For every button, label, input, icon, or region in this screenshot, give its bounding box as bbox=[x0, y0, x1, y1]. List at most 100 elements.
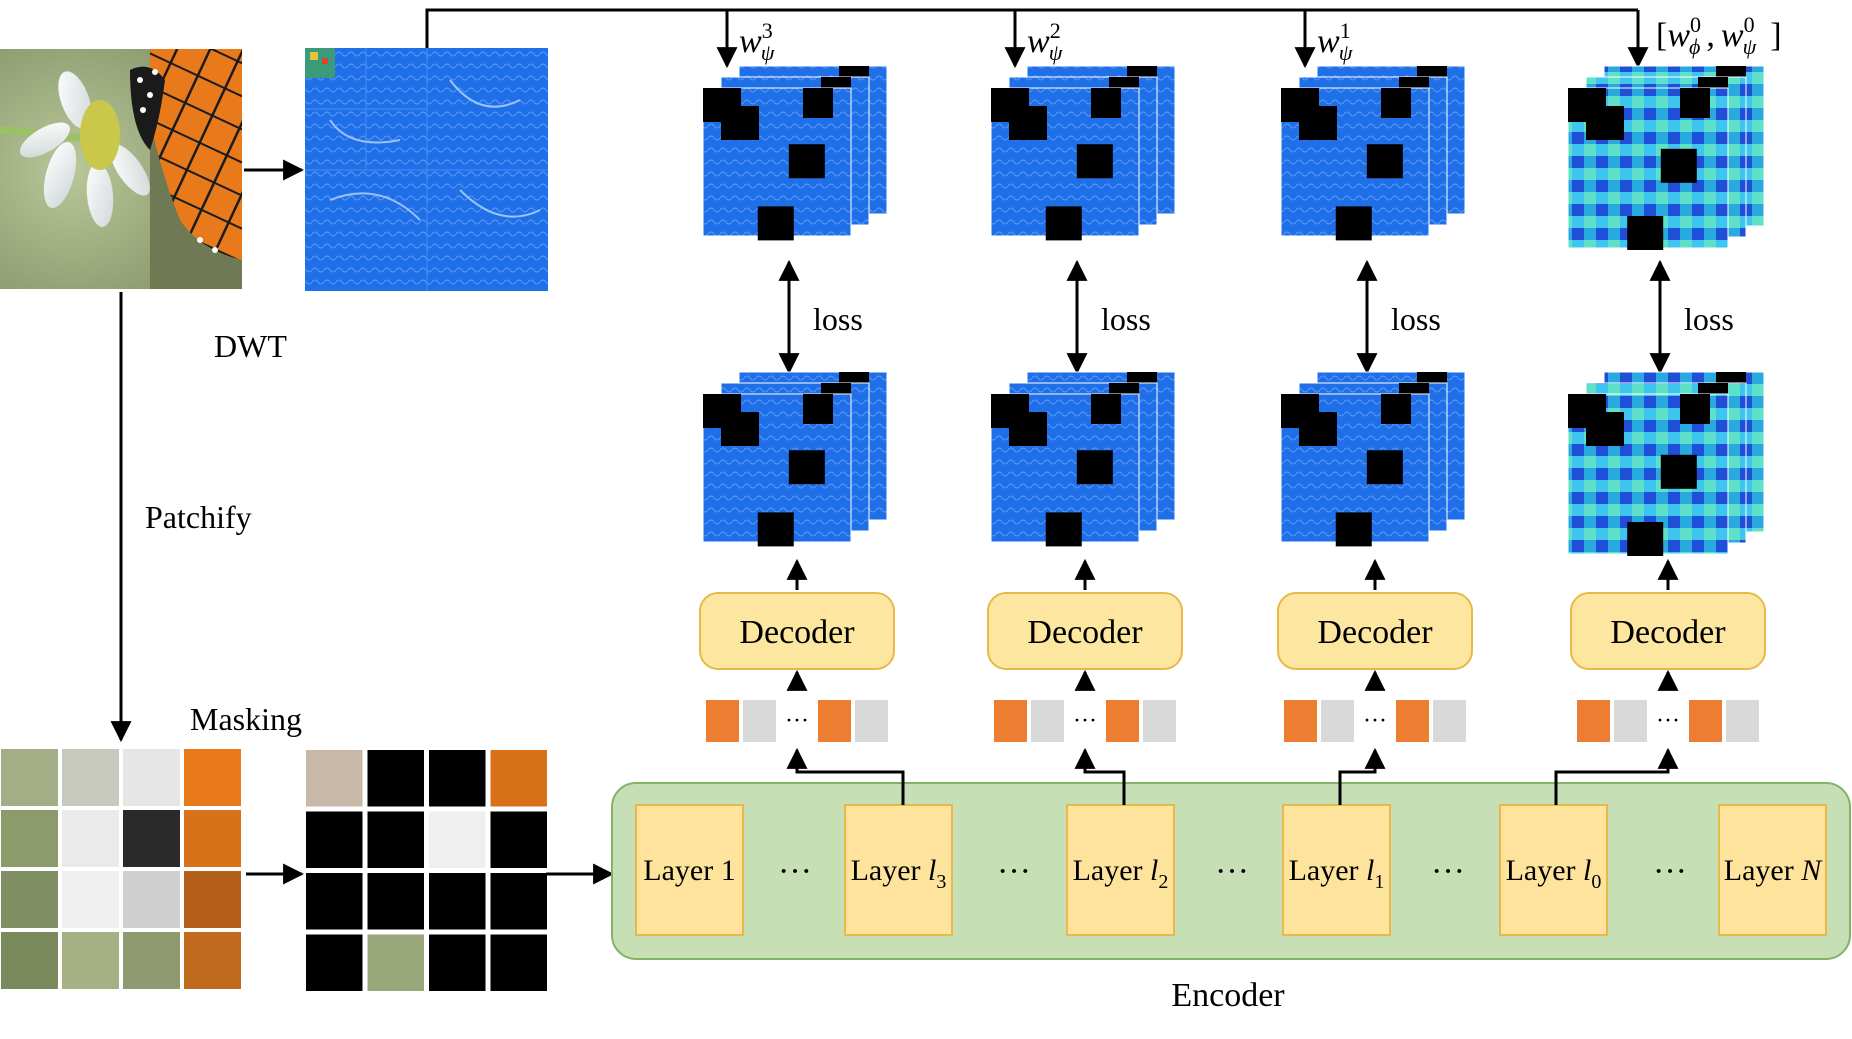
mask-block bbox=[757, 206, 794, 241]
layer-var: N bbox=[1800, 854, 1823, 887]
dwt-label: DWT bbox=[214, 328, 287, 364]
mask-block bbox=[1680, 88, 1710, 118]
masked-image bbox=[306, 750, 547, 991]
layer-tap-arrow bbox=[1338, 747, 1386, 805]
target-sub: ψ bbox=[1339, 40, 1353, 65]
masked-patch bbox=[490, 934, 547, 991]
layer-prefix: Layer bbox=[1506, 854, 1583, 887]
bracket-open: [ bbox=[1656, 17, 1667, 54]
token-orange bbox=[1689, 700, 1722, 742]
mask-block bbox=[721, 412, 759, 446]
layer-sub: 2 bbox=[1158, 871, 1168, 893]
dwt-image bbox=[305, 48, 548, 291]
target-base: w bbox=[1667, 17, 1690, 54]
token-gray bbox=[1614, 700, 1647, 742]
image-patch bbox=[1, 932, 58, 989]
loss-label: loss bbox=[813, 301, 863, 337]
mask-block bbox=[1381, 88, 1411, 118]
mask-block bbox=[1366, 144, 1403, 179]
visible-patch bbox=[367, 934, 424, 991]
token-gray bbox=[1031, 700, 1064, 742]
layer-var: l bbox=[1583, 854, 1591, 887]
layer-label: Layer l2 bbox=[1073, 854, 1169, 893]
mask-block bbox=[1299, 412, 1337, 446]
loss-label: loss bbox=[1391, 301, 1441, 337]
feature-map-stack bbox=[1567, 65, 1765, 250]
target-sup: 2 bbox=[1050, 18, 1061, 43]
token-orange bbox=[1577, 700, 1610, 742]
token-ellipsis: ··· bbox=[1073, 708, 1097, 734]
image-patch bbox=[62, 932, 119, 989]
layer-tap-arrow bbox=[786, 747, 905, 805]
image-patch bbox=[184, 749, 241, 806]
image-patch bbox=[184, 932, 241, 989]
mask-block bbox=[1680, 394, 1710, 424]
feature-map-stack bbox=[1567, 371, 1765, 556]
decoder-label: Decoder bbox=[1610, 614, 1726, 651]
layer-sub: 1 bbox=[1374, 871, 1384, 893]
feature-map-stack bbox=[990, 371, 1176, 547]
mask-block bbox=[803, 394, 833, 424]
layer-prefix: Layer bbox=[851, 854, 928, 887]
layer-var: l bbox=[928, 854, 936, 887]
visible-patch bbox=[429, 811, 486, 868]
target-base: w bbox=[1317, 23, 1340, 60]
layer-ellipsis: ··· bbox=[1431, 853, 1465, 890]
mask-block bbox=[1009, 412, 1047, 446]
image-patch bbox=[1, 749, 58, 806]
encoder-layer bbox=[635, 804, 744, 936]
token-gray bbox=[743, 700, 776, 742]
encoder-layer bbox=[1066, 804, 1175, 936]
layer-ellipsis: ··· bbox=[997, 853, 1031, 890]
token-gray bbox=[1321, 700, 1354, 742]
feature-map-stack bbox=[1280, 371, 1466, 547]
token-orange bbox=[1284, 700, 1317, 742]
token-orange bbox=[1106, 700, 1139, 742]
layer-var: l bbox=[1366, 854, 1374, 887]
masked-patch bbox=[367, 811, 424, 868]
layer-prefix: Layer 1 bbox=[643, 854, 735, 887]
mask-block bbox=[757, 512, 794, 547]
masked-patch bbox=[306, 934, 363, 991]
target-sup: 1 bbox=[1340, 18, 1351, 43]
target-bus-line bbox=[425, 8, 1638, 48]
mask-block bbox=[788, 144, 825, 179]
layer-ellipsis: ··· bbox=[778, 853, 812, 890]
mask-block bbox=[1076, 450, 1113, 485]
layer-label: Layer 1 bbox=[643, 854, 735, 887]
original-image bbox=[0, 49, 242, 289]
token-orange bbox=[706, 700, 739, 742]
feature-map-stack bbox=[990, 65, 1176, 241]
layer-prefix: Layer bbox=[1724, 854, 1801, 887]
target-sub: ψ bbox=[1743, 34, 1757, 59]
decoder-box bbox=[1277, 592, 1473, 670]
loss-label: loss bbox=[1101, 301, 1151, 337]
masked-patch bbox=[306, 873, 363, 930]
mask-block bbox=[721, 106, 759, 140]
mask-block bbox=[1076, 144, 1113, 179]
layer-label: Layer l1 bbox=[1289, 854, 1385, 893]
visible-patch bbox=[490, 750, 547, 807]
bracket-close: ] bbox=[1770, 17, 1781, 54]
masking-label: Masking bbox=[190, 701, 302, 737]
mask-block bbox=[803, 88, 833, 118]
visible-patch bbox=[306, 750, 363, 807]
image-patch bbox=[123, 749, 180, 806]
layer-sub: 0 bbox=[1591, 871, 1601, 893]
mask-block bbox=[1660, 454, 1697, 489]
mask-block bbox=[1335, 206, 1372, 241]
mask-block bbox=[1009, 106, 1047, 140]
layer-prefix: Layer bbox=[1073, 854, 1150, 887]
image-patch bbox=[184, 810, 241, 867]
mask-block bbox=[1660, 148, 1697, 183]
layer-tap-arrow bbox=[1074, 747, 1126, 805]
image-patch bbox=[62, 871, 119, 928]
decoder-box bbox=[699, 592, 895, 670]
